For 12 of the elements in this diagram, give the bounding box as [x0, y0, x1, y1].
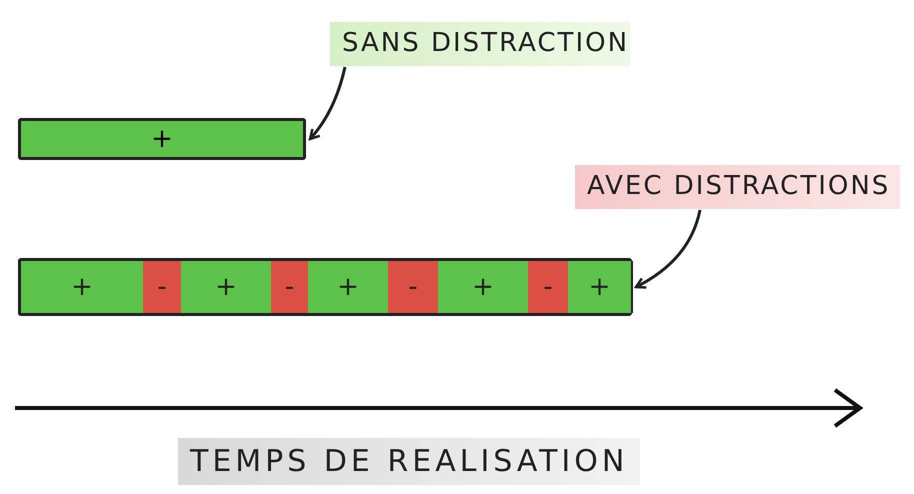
bar-segment: - [271, 261, 310, 313]
bar-segment: - [143, 261, 183, 313]
arrow [308, 66, 346, 140]
axis-label: TEMPS DE REALISATION [178, 438, 640, 485]
annotation-label: AVEC DISTRACTIONS [575, 165, 900, 209]
segmented-bar [18, 258, 632, 316]
bar-segment: - [388, 261, 440, 313]
bar-segment: - [528, 261, 570, 313]
arrow [634, 210, 702, 288]
bar-segment: + [568, 261, 633, 313]
task-bar: + [18, 118, 306, 160]
annotation-label: SANS DISTRACTION [330, 22, 630, 66]
